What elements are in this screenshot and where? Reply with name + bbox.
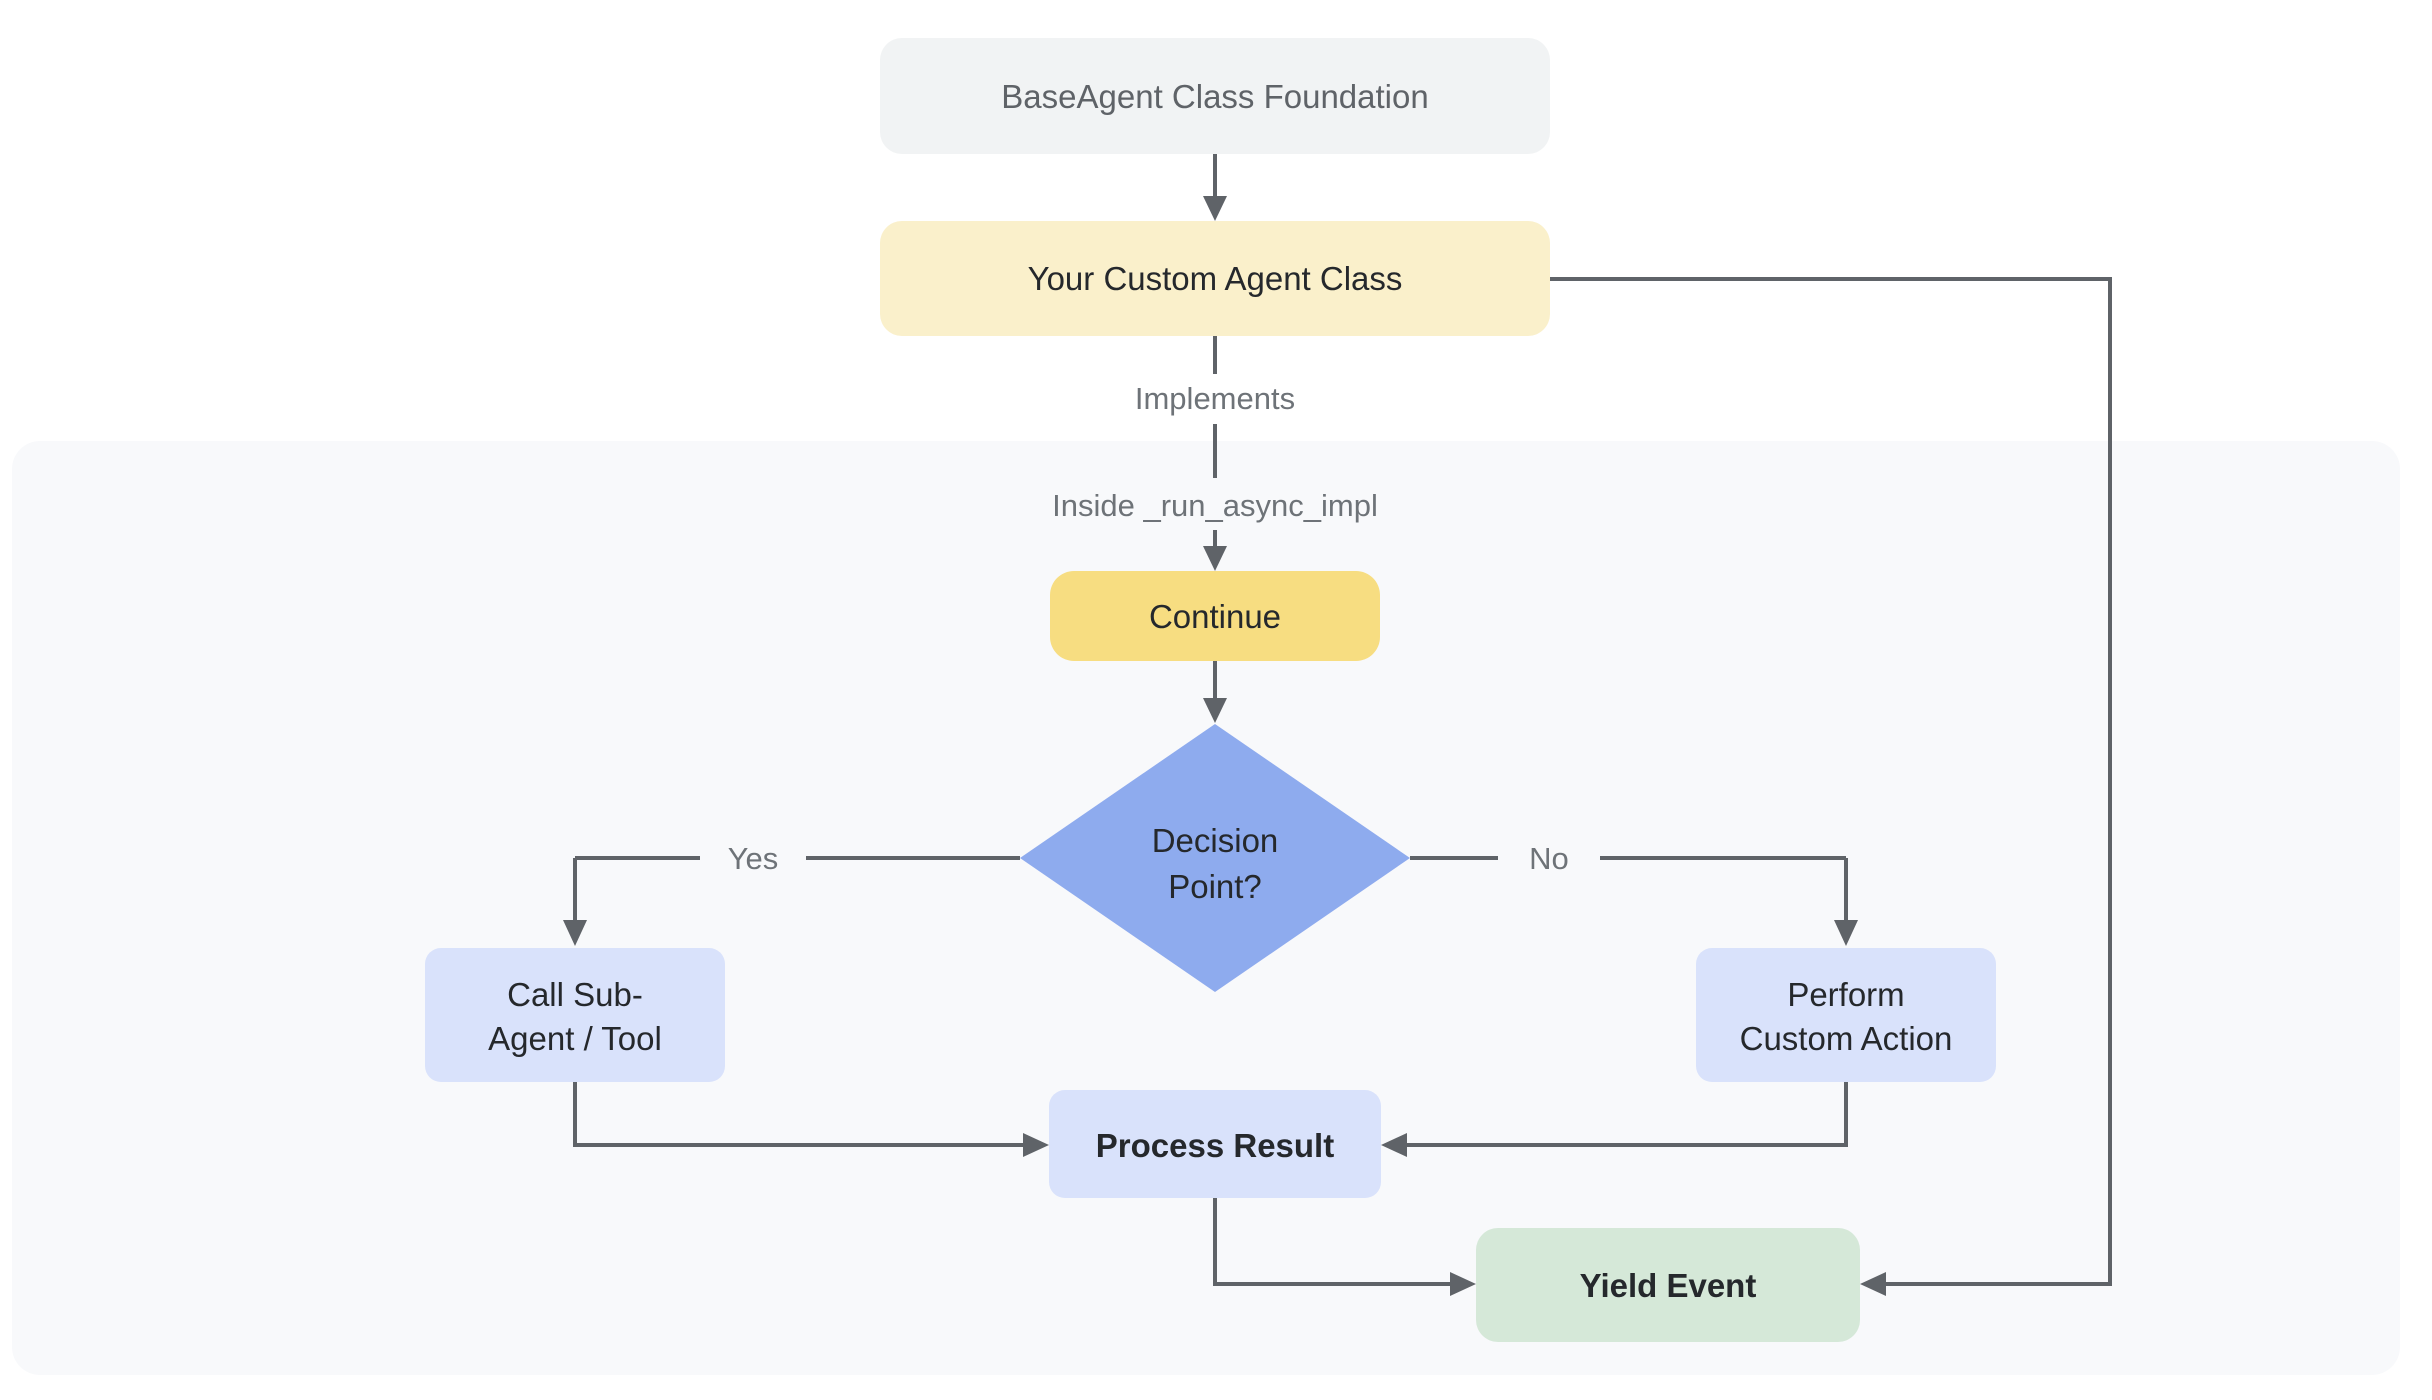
node-process-result [1049, 1090, 1381, 1198]
arrowhead-into-perform [1834, 920, 1858, 946]
edge-label-implements: Implements [1135, 381, 1295, 416]
edge-label-inside-impl: Inside _run_async_impl [1052, 488, 1378, 523]
node-yield-event [1476, 1228, 1860, 1342]
arrowhead-into-call [563, 920, 587, 946]
node-foundation [880, 38, 1550, 154]
edge-label-no: No [1529, 841, 1569, 876]
node-labels: Your Custom Agent Class Continue Decisio… [488, 260, 1952, 1304]
perform-custom-action-label-line2: Custom Action [1740, 1020, 1953, 1057]
arrowhead-into-process-left [1023, 1133, 1049, 1157]
decision-label-line1: Decision [1152, 822, 1279, 859]
edge-labels: Implements Inside _run_async_impl Yes No [728, 381, 1569, 876]
arrowhead-into-custom [1203, 196, 1227, 221]
foundation-label-group: BaseAgent Class Foundation [1001, 78, 1428, 115]
edge-perform-to-process [1405, 1082, 1848, 1147]
custom-agent-label: Your Custom Agent Class [1028, 260, 1403, 297]
process-result-label: Process Result [1096, 1127, 1334, 1164]
node-continue [1050, 571, 1380, 661]
perform-custom-action-label-line1: Perform [1787, 976, 1904, 1013]
arrowhead-into-continue [1203, 546, 1227, 571]
arrowhead-into-process-right [1381, 1133, 1407, 1157]
edge-call-to-process [573, 1082, 1025, 1147]
node-decision-diamond [1020, 724, 1410, 992]
edge-custom-to-yield-feedback [1550, 277, 2112, 1286]
edge-label-yes: Yes [728, 841, 779, 876]
foundation-label: BaseAgent Class Foundation [1001, 78, 1428, 115]
arrowhead-into-decision [1203, 698, 1227, 723]
edge-process-to-yield [1213, 1198, 1452, 1286]
decision-label-line2: Point? [1168, 868, 1262, 905]
node-perform-custom-action [1696, 948, 1996, 1082]
continue-label: Continue [1149, 598, 1281, 635]
arrowhead-into-yield-right [1860, 1272, 1886, 1296]
node-call-sub-agent [425, 948, 725, 1082]
yield-event-label: Yield Event [1580, 1267, 1757, 1304]
arrowhead-into-yield-left [1450, 1272, 1476, 1296]
call-sub-agent-label-line1: Call Sub- [507, 976, 643, 1013]
edges [573, 154, 2112, 1286]
node-custom-agent [880, 221, 1550, 336]
arrowheads [563, 196, 1886, 1296]
call-sub-agent-label-line2: Agent / Tool [488, 1020, 662, 1057]
